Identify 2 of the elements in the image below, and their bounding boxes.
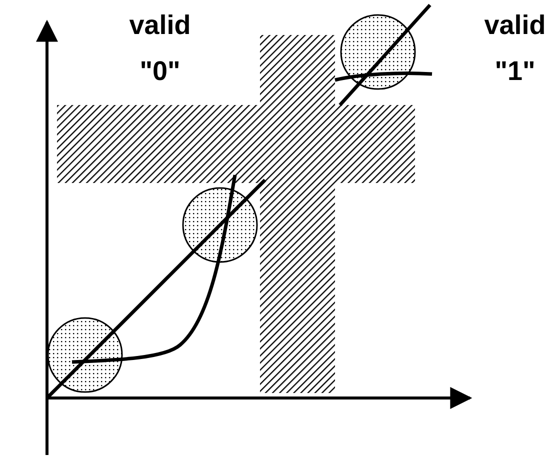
- state-label: valid "1": [483, 9, 547, 88]
- state-label: valid "0": [128, 9, 192, 88]
